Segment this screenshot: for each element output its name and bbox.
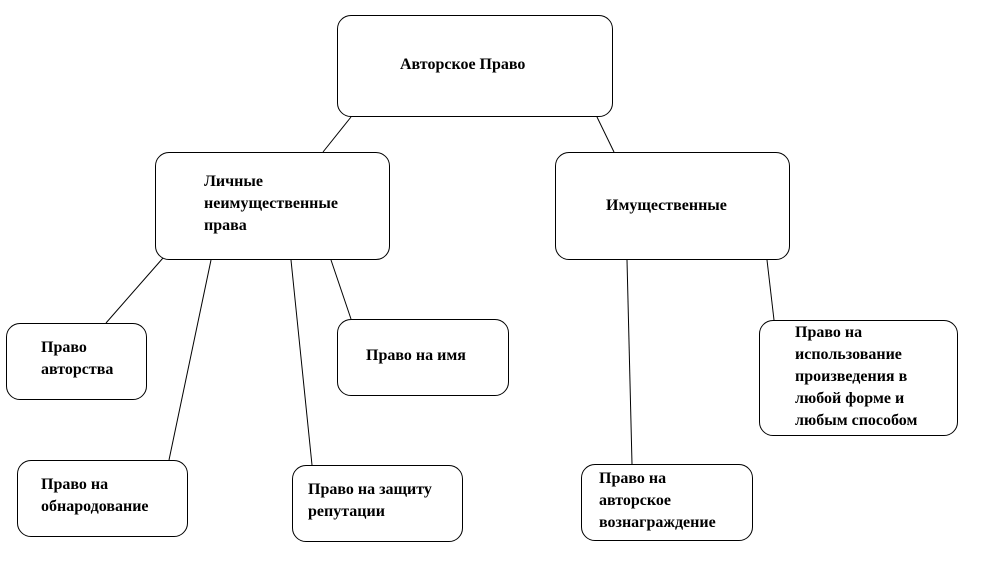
node-right-of-authorship: Право авторства bbox=[6, 323, 147, 400]
connector-personal-authorship bbox=[105, 257, 164, 324]
connector-personal-reputation bbox=[290, 259, 313, 466]
node-right-of-publication-label: Право на обнародование bbox=[41, 476, 149, 515]
node-property-rights: Имущественные bbox=[555, 152, 790, 260]
connector-root-personal bbox=[322, 116, 352, 153]
node-right-of-publication: Право на обнародование bbox=[17, 460, 188, 537]
node-copyright-label: Авторское Право bbox=[400, 56, 526, 73]
connector-personal-publication bbox=[168, 259, 212, 461]
connector-personal-name bbox=[330, 259, 352, 320]
node-right-to-reputation-protection-label: Право на защиту репутации bbox=[308, 481, 432, 520]
node-personal-non-property-rights: Личные неимущественные права bbox=[155, 152, 390, 260]
node-right-to-reputation-protection: Право на защиту репутации bbox=[292, 465, 463, 542]
node-right-to-remuneration: Право на авторское вознаграждение bbox=[581, 464, 753, 541]
node-property-rights-label: Имущественные bbox=[606, 197, 727, 214]
node-right-of-use-label: Право на использование произведения в лю… bbox=[795, 324, 918, 429]
node-right-to-name-label: Право на имя bbox=[366, 347, 466, 364]
connector-property-reward bbox=[626, 259, 633, 465]
node-right-of-authorship-label: Право авторства bbox=[41, 339, 114, 378]
node-right-to-name: Право на имя bbox=[337, 319, 509, 396]
node-copyright: Авторское Право bbox=[337, 15, 613, 117]
connector-property-use bbox=[766, 259, 775, 321]
node-personal-non-property-rights-label: Личные неимущественные права bbox=[204, 173, 338, 234]
node-right-to-remuneration-label: Право на авторское вознаграждение bbox=[599, 470, 716, 531]
node-right-of-use: Право на использование произведения в лю… bbox=[759, 320, 958, 436]
connector-root-property bbox=[596, 116, 615, 153]
